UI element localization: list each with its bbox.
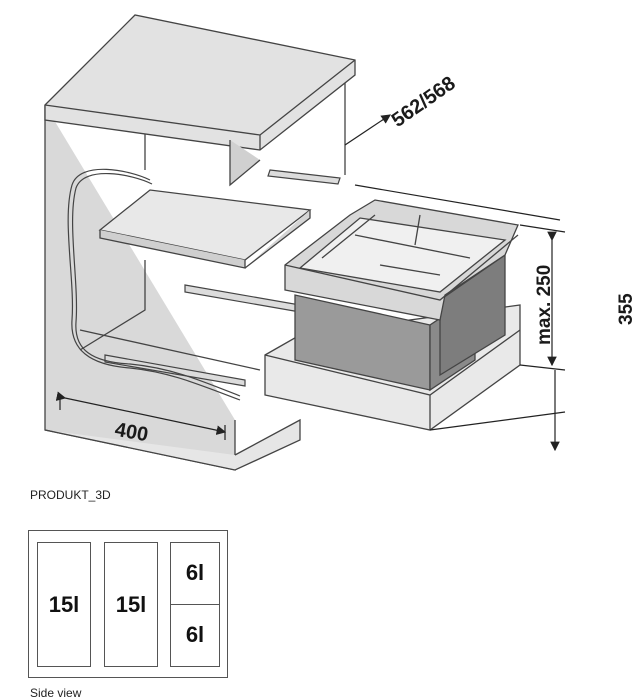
worktop	[44, 14, 356, 187]
bin-right-top-volume: 6l	[185, 560, 205, 586]
bin-middle: 15l	[104, 542, 158, 667]
dimension-max-height-label: max. 250	[534, 265, 555, 345]
bin-left: 15l	[37, 542, 91, 667]
dimension-lines	[55, 114, 566, 452]
drawer-tray	[98, 189, 312, 269]
cabinet-body	[44, 33, 346, 471]
dimension-total-height-label: 355	[616, 293, 634, 325]
bin-layout-plan: 15l 15l 6l 6l	[28, 530, 228, 678]
cable	[67, 168, 241, 401]
bin-right-top: 6l	[171, 543, 219, 605]
bin-right-bottom-volume: 6l	[185, 622, 205, 648]
bin-middle-volume: 15l	[115, 591, 147, 617]
bin-right-bottom: 6l	[171, 605, 219, 667]
plan-caption: Side view	[30, 686, 82, 700]
cabinet-3d-drawing: 400 562/568 max. 250 355	[44, 14, 634, 471]
pull-out-bins	[264, 199, 521, 431]
bin-left-volume: 15l	[48, 591, 80, 617]
bin-right-split: 6l 6l	[170, 542, 220, 667]
drawing-caption: PRODUKT_3D	[30, 488, 111, 502]
dimension-depth-label: 562/568	[388, 72, 460, 131]
